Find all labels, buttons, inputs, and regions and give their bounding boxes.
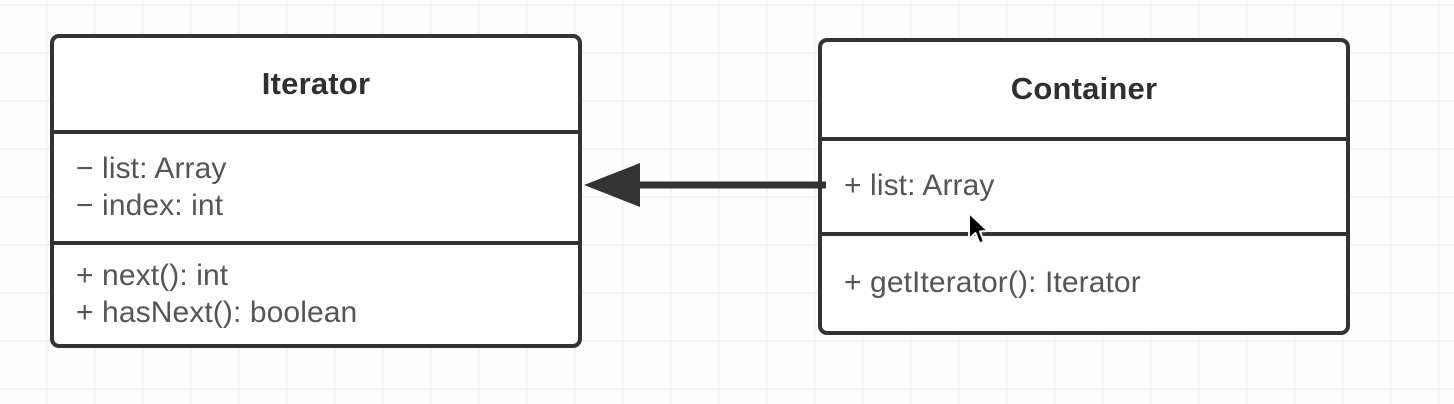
iterator-attribute-index: − index: int [76, 188, 224, 222]
uml-class-container[interactable]: Container + list: Array + getIterator():… [818, 38, 1350, 335]
container-class-name: Container [1010, 71, 1158, 107]
container-methods-compartment: + getIterator(): Iterator [822, 232, 1346, 331]
container-attribute-list: + list: Array [844, 169, 995, 203]
arrowhead-filled-triangle [584, 163, 640, 207]
container-title-compartment: Container [822, 42, 1346, 137]
container-method-getiterator: + getIterator(): Iterator [844, 266, 1141, 300]
iterator-attribute-list: − list: Array [76, 151, 227, 185]
iterator-attributes-compartment: − list: Array − index: int [54, 130, 578, 241]
container-attributes-compartment: + list: Array [822, 137, 1346, 232]
uml-class-iterator[interactable]: Iterator − list: Array − index: int + ne… [50, 34, 582, 348]
association-arrow-container-to-iterator [584, 163, 826, 207]
iterator-class-name: Iterator [261, 65, 371, 101]
iterator-method-next: + next(): int [76, 258, 229, 292]
iterator-method-hasnext: + hasNext(): boolean [76, 295, 358, 329]
iterator-methods-compartment: + next(): int + hasNext(): boolean [54, 241, 578, 344]
iterator-title-compartment: Iterator [54, 38, 578, 130]
